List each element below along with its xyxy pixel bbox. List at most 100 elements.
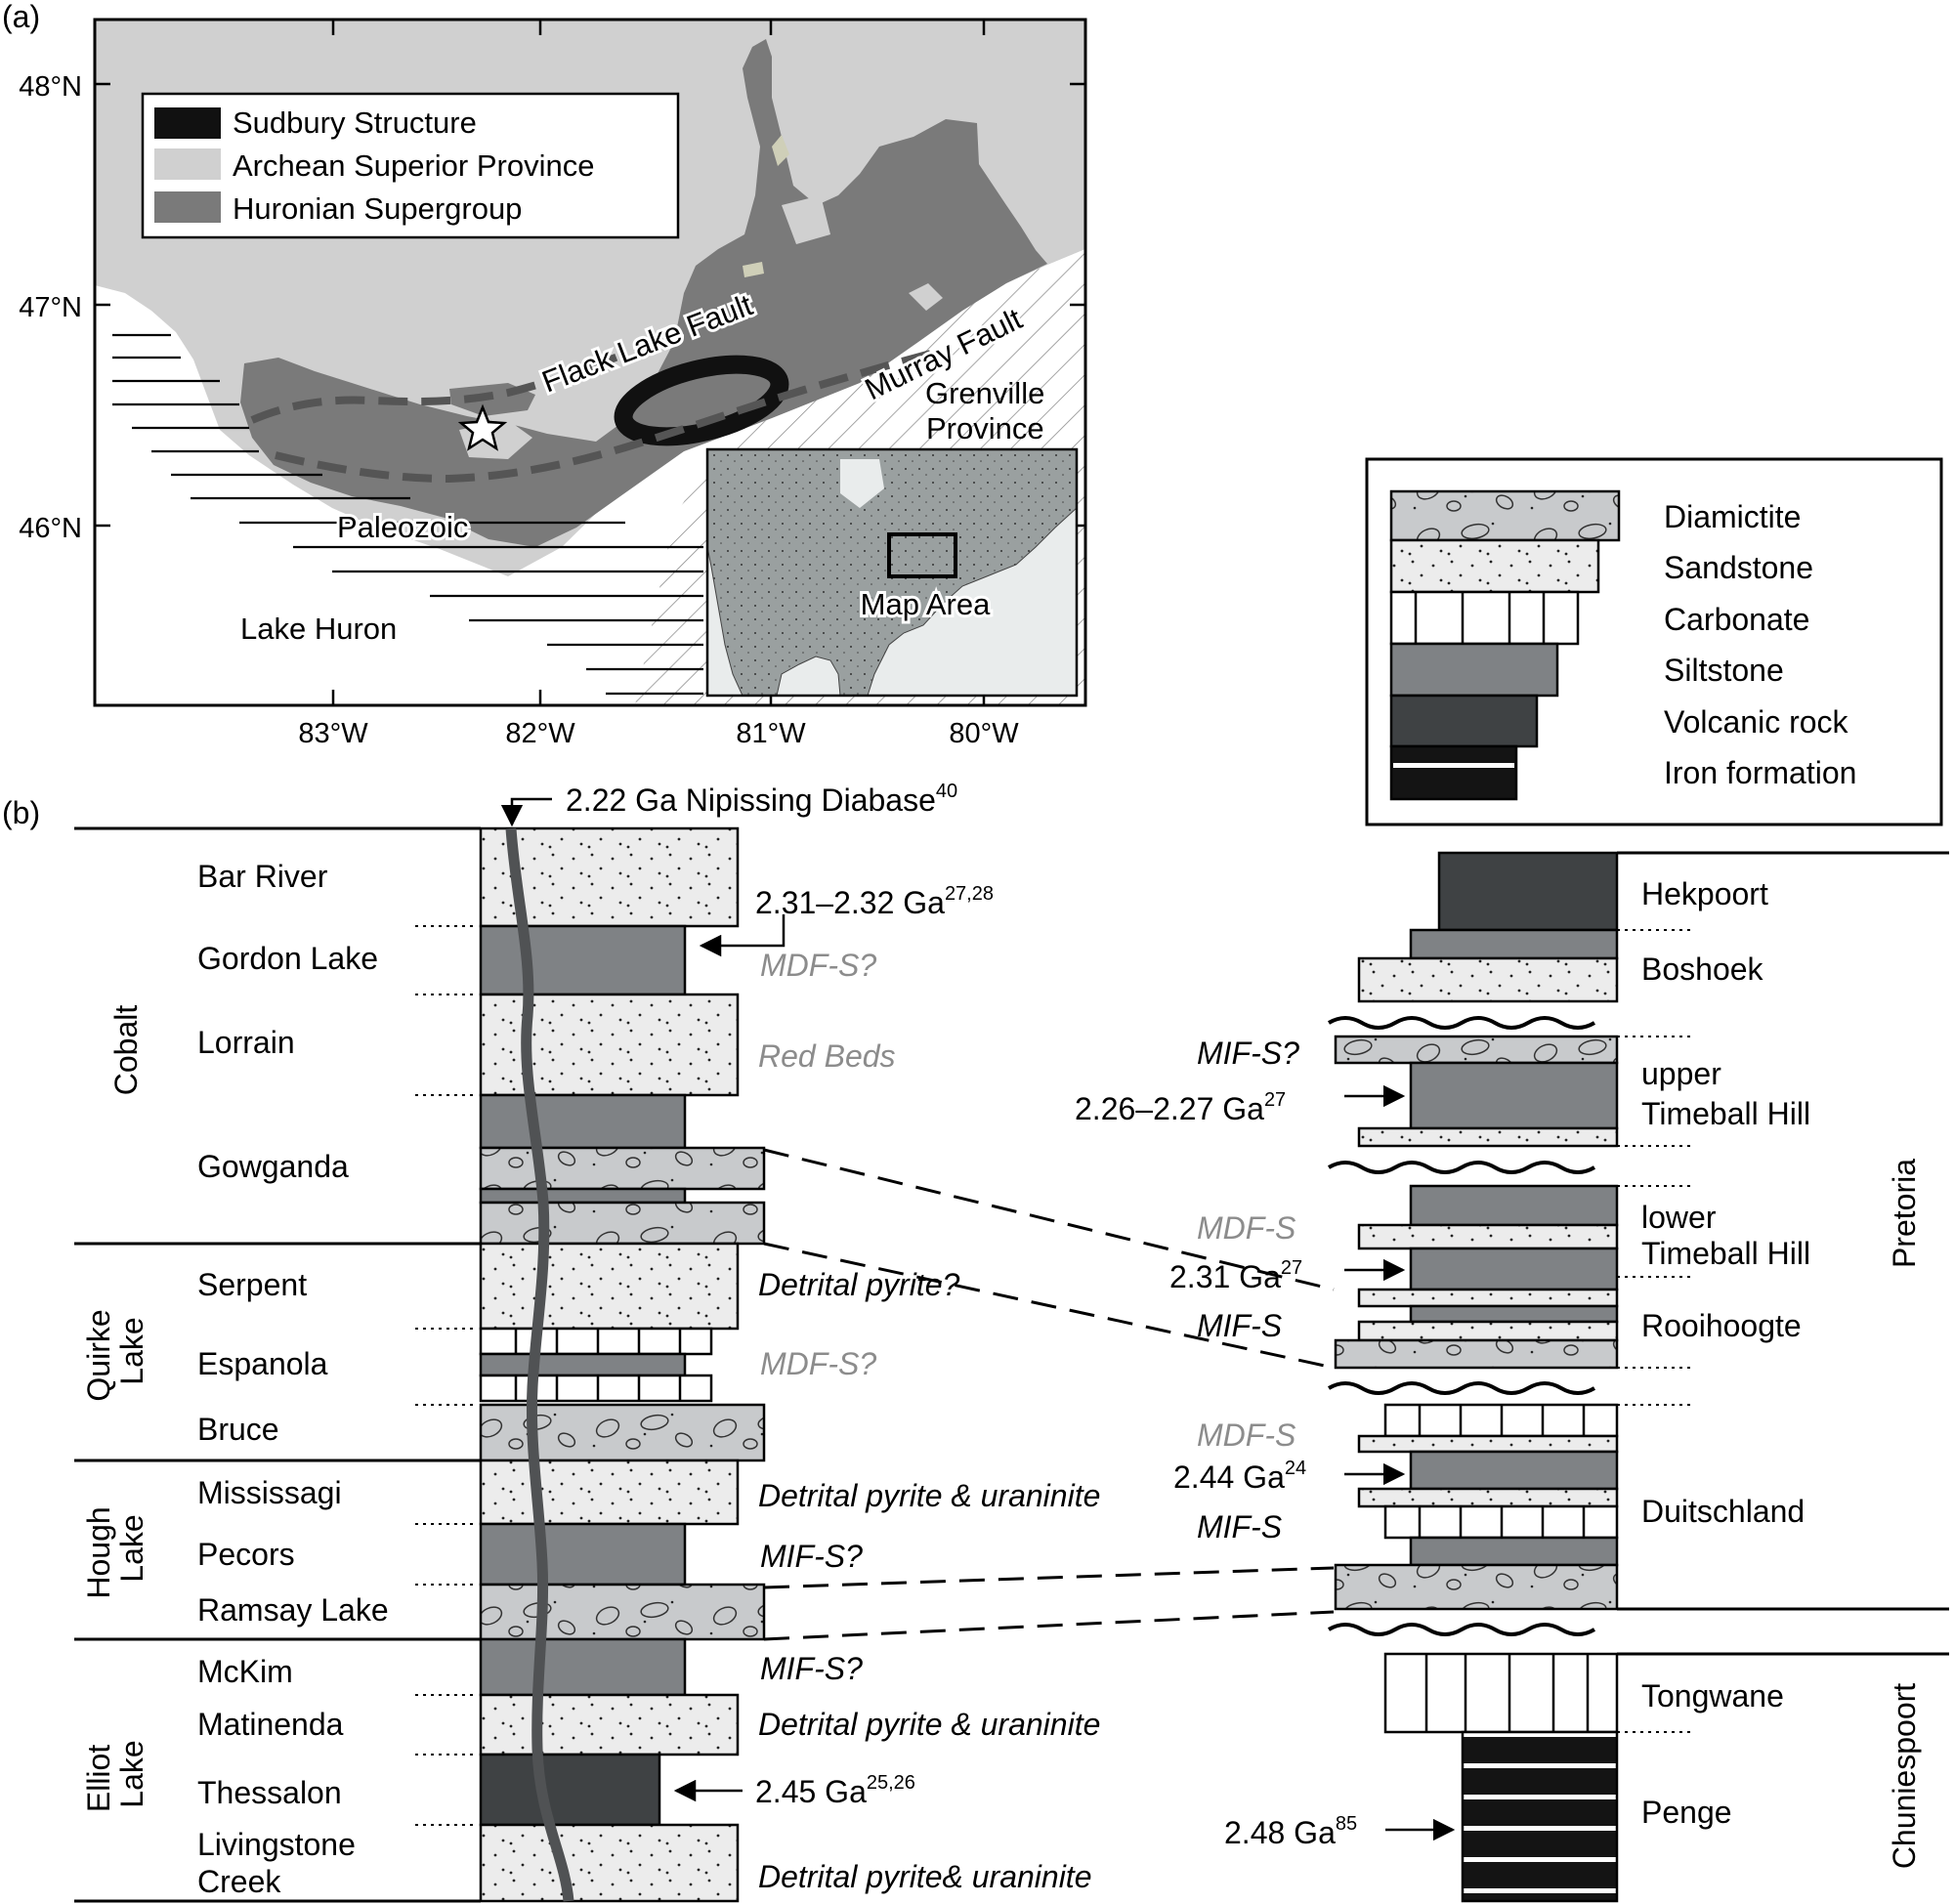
unit-boshoek-silt	[1409, 928, 1619, 960]
formation-label: Gowganda	[197, 1149, 349, 1184]
formation-label: Matinenda	[197, 1707, 344, 1742]
legend-lith-label: Diamictite	[1664, 499, 1801, 534]
legend-iron-bar	[1389, 744, 1518, 801]
group-label-cobalt: Cobalt	[108, 1005, 144, 1096]
formation-label: Timeball Hill	[1641, 1236, 1810, 1271]
group-label-quirke-lake: Quirke Lake	[81, 1300, 149, 1401]
unit-rooihoogte-sand	[1357, 1288, 1619, 1308]
huronian-supergroup	[240, 39, 1047, 547]
group-label-hough-lake: Hough Lake	[81, 1498, 149, 1598]
paleozoic-label: Paleozoic	[337, 510, 468, 544]
formation-label: Timeball Hill	[1641, 1096, 1810, 1131]
legend-siltstone-bar	[1389, 642, 1559, 698]
formation-label: Ramsay Lake	[197, 1592, 389, 1628]
formation-label: lower	[1641, 1200, 1717, 1235]
unit-gowganda-diamictite	[479, 1146, 766, 1191]
map-legend: Sudbury Structure Archean Superior Provi…	[141, 92, 680, 239]
legend-label: Huronian Supergroup	[233, 191, 522, 226]
unit-thessalon	[479, 1753, 661, 1827]
archean-inlier	[772, 135, 789, 166]
map-ticks	[95, 20, 1085, 705]
age-label: 2.45 Ga25,26	[755, 1772, 915, 1809]
legend-diamictite-bar	[1389, 489, 1621, 542]
lon-label: 82°W	[505, 718, 575, 749]
paleozoic-lines	[112, 333, 703, 696]
dike-age-label: 2.22 Ga Nipissing Diabase40	[566, 781, 957, 818]
age-arrow	[699, 914, 786, 957]
unit-lower-timeball-silt	[1409, 1247, 1619, 1291]
legend-lith-label: Carbonate	[1664, 602, 1809, 637]
star-icon	[457, 403, 508, 451]
lat-label: 47°N	[19, 292, 82, 323]
formation-label: upper	[1641, 1056, 1721, 1091]
age-label: 2.31 Ga27	[1169, 1257, 1302, 1294]
unit-lorrain	[479, 993, 740, 1097]
formation-label: Boshoek	[1641, 952, 1764, 987]
unit-gowganda-diamictite	[479, 1201, 766, 1246]
unit-serpent	[479, 1242, 740, 1331]
unit-rooihoogte-sand	[1357, 1320, 1619, 1342]
unit-upper-timeball-sand	[1357, 1126, 1619, 1148]
archean-inlier	[909, 283, 943, 311]
unconformity	[1327, 1161, 1596, 1174]
legend-swatch-sudbury	[154, 107, 221, 139]
age-label: 2.26–2.27 Ga27	[1075, 1089, 1286, 1126]
age-label: 2.31–2.32 Ga27,28	[755, 883, 994, 920]
formation-label: Serpent	[197, 1267, 307, 1302]
note-label: MDF-S?	[760, 1346, 876, 1381]
formation-label: Lorrain	[197, 1025, 295, 1060]
correlation-lines	[763, 1148, 1335, 1641]
lat-label: 48°N	[19, 71, 82, 103]
huronian-formation-separators	[415, 925, 477, 1826]
flack-lake-fault	[250, 350, 627, 424]
note-label: MDF-S?	[760, 948, 876, 983]
dike-age-arrow	[500, 797, 552, 827]
group-label-elliot-lake: Elliot Lake	[81, 1736, 149, 1812]
legend-lith-label: Iron formation	[1664, 755, 1856, 790]
legend-label: Archean Superior Province	[233, 148, 594, 183]
murray-fault	[275, 348, 940, 484]
unit-upper-timeball-silt	[1409, 1061, 1619, 1130]
age-label: 2.48 Ga85	[1224, 1813, 1357, 1850]
formation-label: Rooihoogte	[1641, 1308, 1802, 1343]
legend-swatch-huronian	[154, 191, 221, 223]
unit-ramsay-lake	[479, 1583, 766, 1641]
transvaal-carbonate-ticks	[1418, 1405, 1590, 1732]
formation-label: Thessalon	[197, 1775, 342, 1810]
sudbury-structure	[614, 355, 789, 446]
age-label: 2.44 Ga24	[1173, 1458, 1306, 1495]
panel-label-a: (a)	[2, 0, 40, 34]
archean-inlier	[782, 195, 830, 244]
unit-duitschland-silt	[1409, 1536, 1619, 1567]
note-label: MIF-S	[1197, 1308, 1282, 1343]
unit-upper-timeball-diam	[1334, 1035, 1619, 1065]
archean-inlier	[743, 262, 764, 277]
panel-label-b: (b)	[2, 795, 40, 830]
note-label: Detrital pyrite& uraninite	[758, 1859, 1091, 1894]
inset-water	[840, 459, 884, 508]
lake-huron-label: Lake Huron	[240, 612, 397, 646]
formation-label: Creek	[197, 1864, 281, 1899]
formation-label: Bruce	[197, 1412, 279, 1447]
formation-label: Hekpoort	[1641, 876, 1768, 911]
transvaal-boundaries	[1617, 851, 1949, 1656]
unit-duitschland-diam	[1334, 1563, 1619, 1611]
formation-label: Livingstone	[197, 1827, 356, 1862]
unit-mississagi	[479, 1459, 740, 1526]
north-america-land	[707, 449, 1077, 696]
formation-label: Tongwane	[1641, 1678, 1784, 1714]
formation-label: Duitschland	[1641, 1494, 1805, 1529]
map-frame	[93, 18, 1087, 707]
unit-rooihoogte-diam	[1334, 1338, 1619, 1370]
unit-tongwane	[1383, 1652, 1619, 1734]
unit-duitschland-sand	[1357, 1434, 1619, 1454]
map-area-box	[887, 532, 957, 578]
formation-label: McKim	[197, 1654, 293, 1689]
group-label-chuniespoort: Chuniespoort	[1887, 1683, 1922, 1869]
unit-hekpoort	[1437, 851, 1619, 932]
unit-rooihoogte-silt	[1409, 1304, 1619, 1324]
unit-penge	[1461, 1730, 1619, 1903]
formation-label: Bar River	[197, 859, 328, 894]
unit-lower-timeball-silt	[1409, 1184, 1619, 1227]
